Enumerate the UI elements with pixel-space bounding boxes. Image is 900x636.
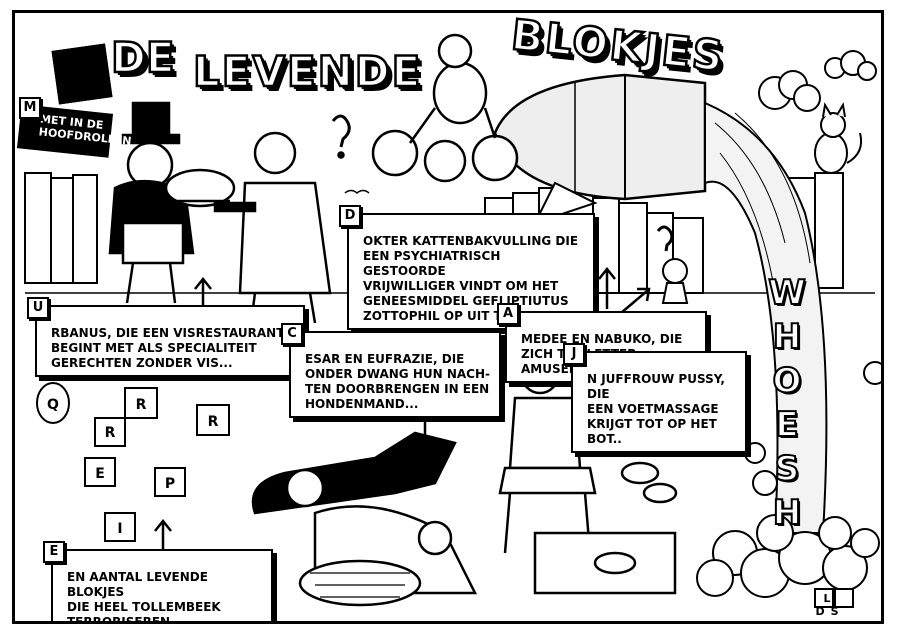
caption-juffrouw: N JUFFROUW PUSSY, DIE EEN VOETMASSAGE KR… bbox=[571, 351, 747, 453]
caption-dokter-text: OKTER KATTENBAKVULLING DIE EEN PSYCHIATR… bbox=[363, 234, 579, 323]
artist-signature: L DS bbox=[815, 592, 845, 618]
title-word-levende: LEVENDE bbox=[192, 46, 423, 98]
caption-juffrouw-text: N JUFFROUW PUSSY, DIE EEN VOETMASSAGE KR… bbox=[587, 372, 725, 446]
blocks-letters: R R R Q E P I bbox=[47, 397, 219, 537]
smoke-cloud bbox=[696, 361, 881, 598]
cyclist bbox=[371, 33, 519, 183]
block-letter: R bbox=[136, 397, 147, 413]
signature-badge bbox=[814, 588, 854, 608]
caption-cesar-initial: C bbox=[281, 323, 303, 345]
caption-urbanus-initial: U bbox=[27, 297, 49, 319]
caption-juffrouw-initial: J bbox=[563, 343, 585, 365]
doctor-figure bbox=[213, 114, 351, 324]
title-word-de: DE bbox=[110, 32, 176, 84]
block-letter: P bbox=[165, 476, 175, 492]
bird bbox=[344, 189, 370, 194]
caption-urbanus: RBANUS, DIE EEN VISRESTAURANT BEGINT MET… bbox=[35, 305, 305, 377]
caption-blokjes: EN AANTAL LEVENDE BLOKJES DIE HEEL TOLLE… bbox=[51, 549, 273, 624]
whoesh-sound-effect: WHOESH bbox=[767, 272, 807, 534]
caption-cesar: ESAR EN EUFRAZIE, DIE ONDER DWANG HUN NA… bbox=[289, 331, 501, 418]
block-letter: E bbox=[95, 466, 105, 482]
blast-stream bbox=[704, 101, 828, 534]
caption-amedee-initial: A bbox=[497, 303, 519, 325]
clouds bbox=[758, 50, 877, 112]
cesar-eufrazie bbox=[251, 431, 478, 607]
cat bbox=[814, 102, 863, 174]
caption-urbanus-text: RBANUS, DIE EEN VISRESTAURANT BEGINT MET… bbox=[51, 326, 285, 370]
nabuko-figure bbox=[656, 225, 689, 304]
title-logo-box bbox=[51, 43, 113, 105]
comic-panel: R R R Q E P I bbox=[12, 10, 884, 624]
caption-dokter-initial: D bbox=[339, 205, 361, 227]
pussy-figure bbox=[498, 334, 678, 595]
caption-cesar-text: ESAR EN EUFRAZIE, DIE ONDER DWANG HUN NA… bbox=[305, 352, 491, 411]
block-letter: R bbox=[208, 414, 219, 430]
block-letter: I bbox=[117, 521, 122, 537]
caption-blokjes-initial: E bbox=[43, 541, 65, 563]
starring-initial: M bbox=[19, 97, 41, 119]
caption-blokjes-text: EN AANTAL LEVENDE BLOKJES DIE HEEL TOLLE… bbox=[67, 570, 221, 624]
block-letter: R bbox=[105, 425, 116, 441]
block-letter: Q bbox=[47, 397, 59, 413]
blocks-group bbox=[36, 382, 230, 542]
urbanus-figure bbox=[108, 101, 236, 304]
